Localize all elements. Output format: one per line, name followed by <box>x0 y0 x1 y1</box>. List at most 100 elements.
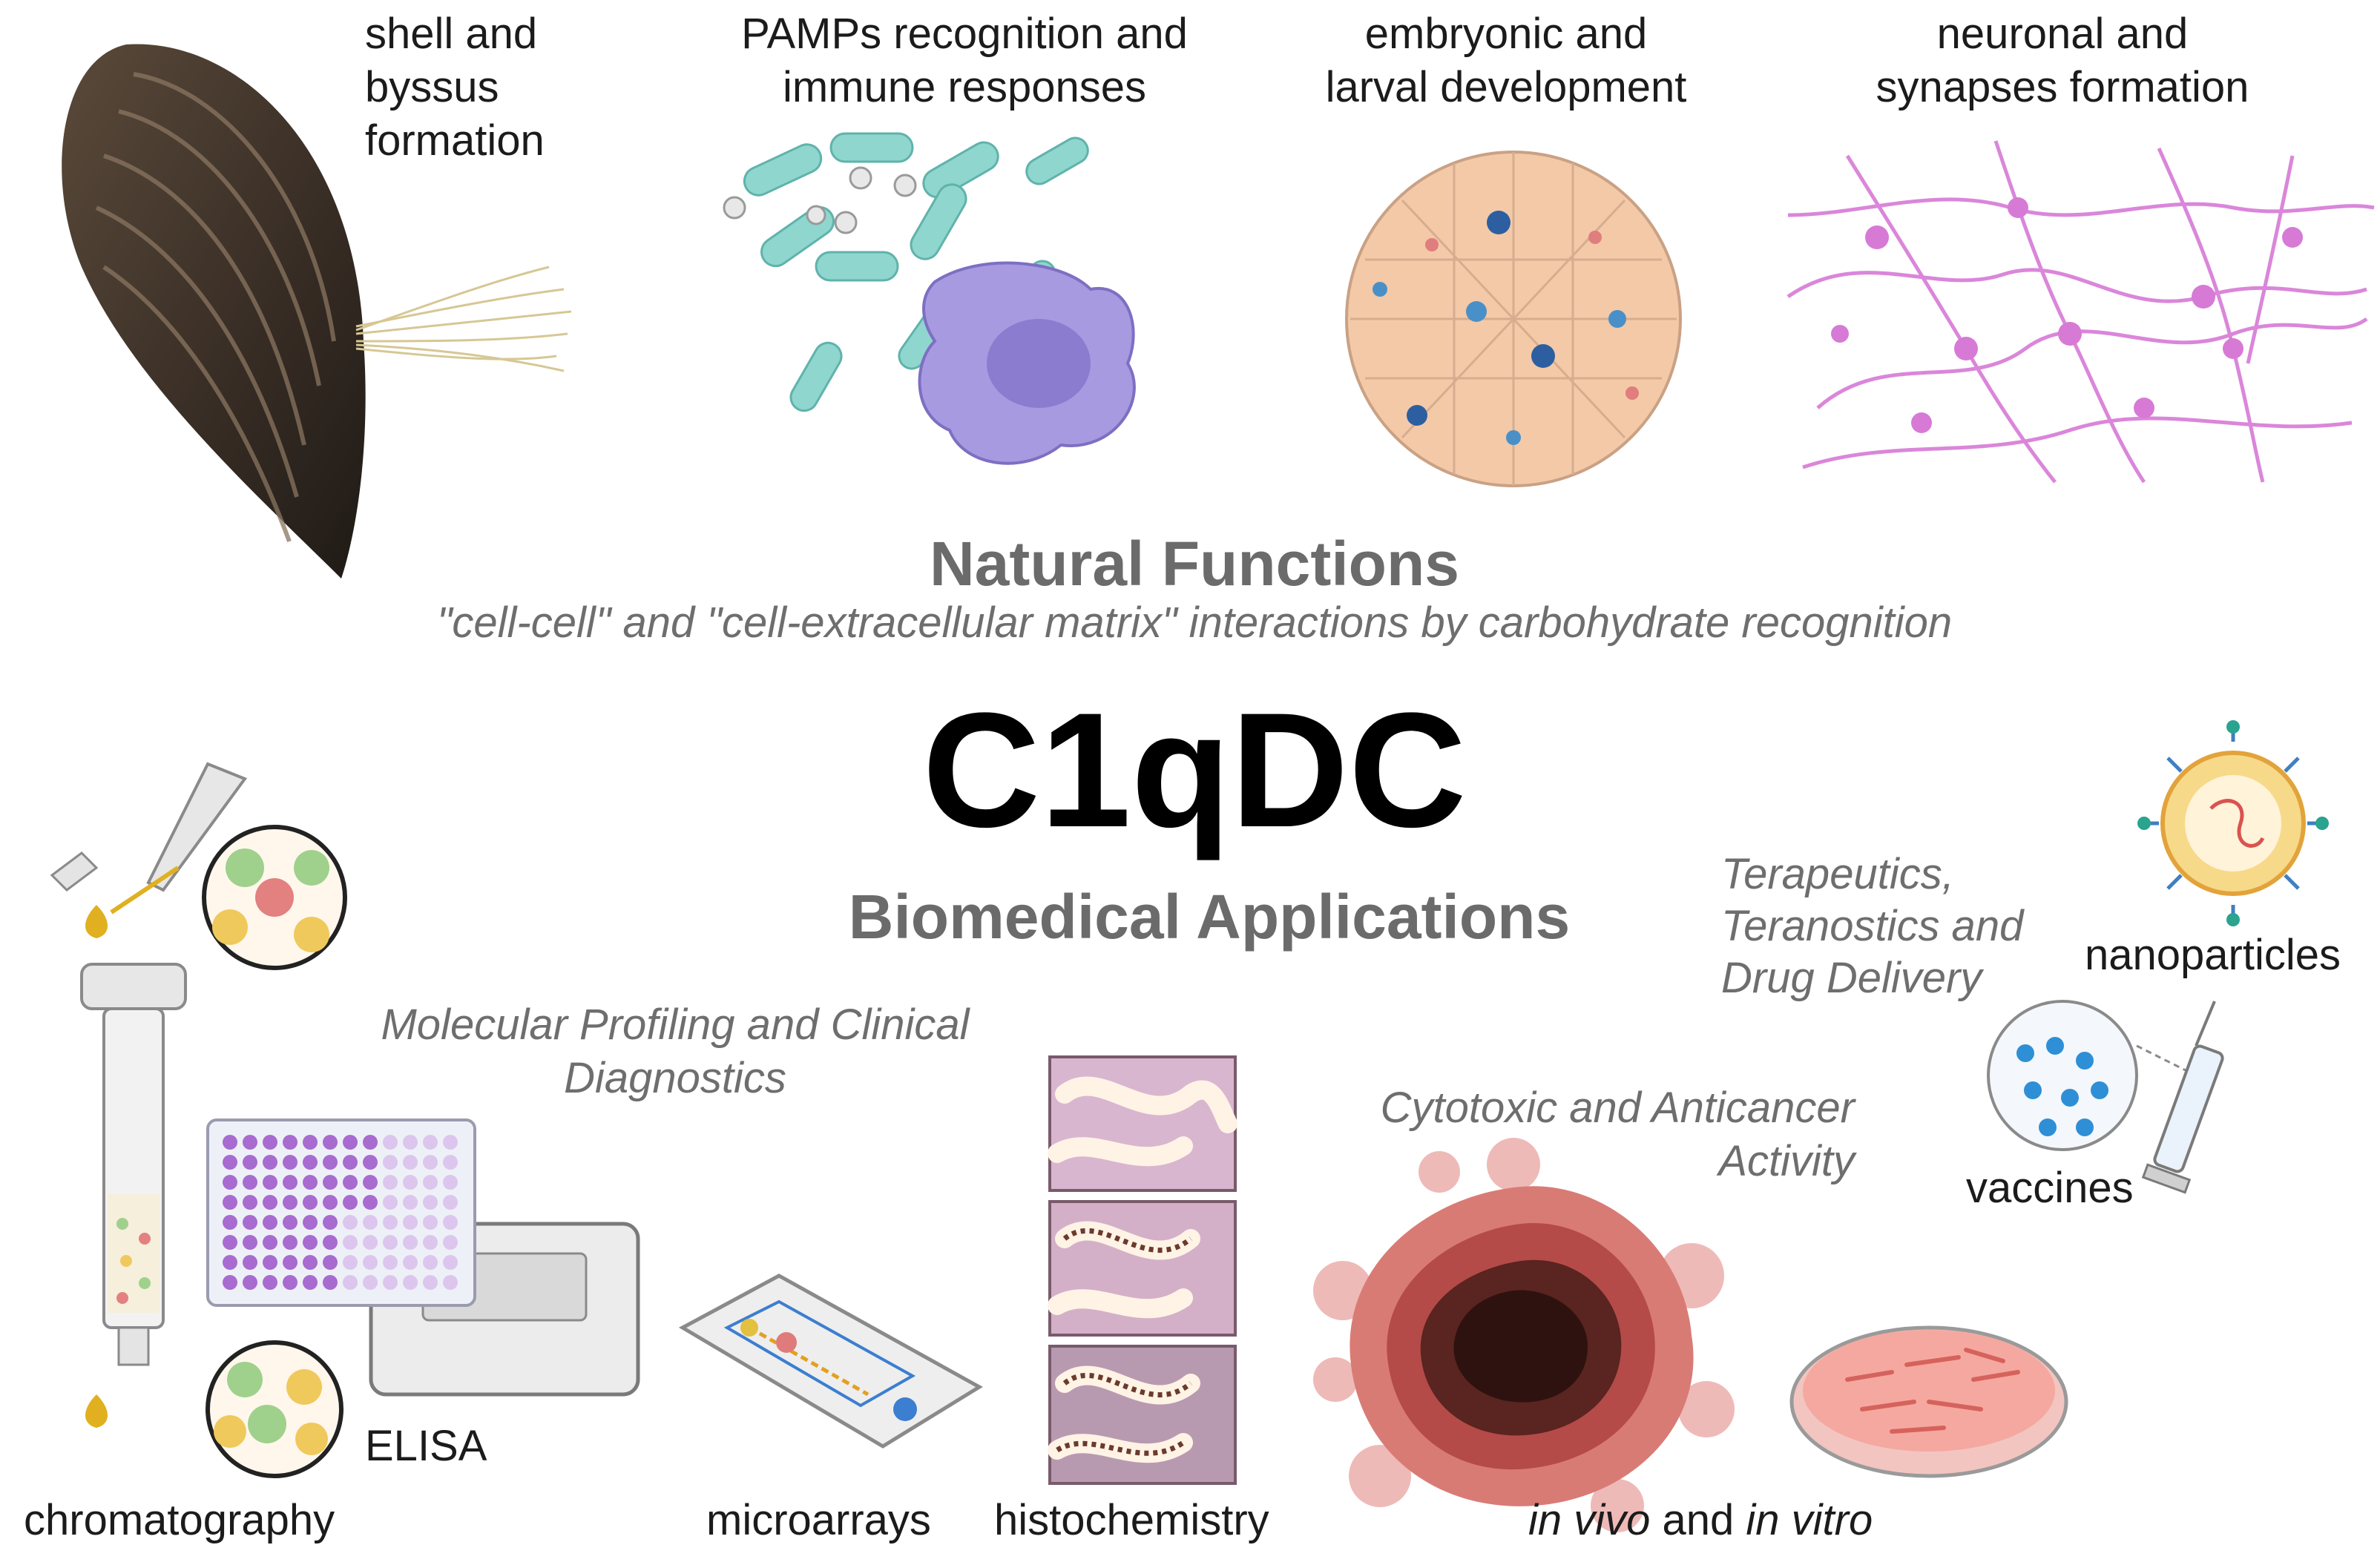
elisa-well <box>383 1235 398 1250</box>
label-chromatography: chromatography <box>24 1496 335 1544</box>
elisa-well <box>243 1195 257 1210</box>
elisa-well <box>443 1215 458 1230</box>
elisa-well <box>223 1175 237 1190</box>
elisa-well <box>303 1135 318 1150</box>
label-shell-byssus-text: shell and byssus formation <box>365 10 545 165</box>
vaccine-syringe-icon <box>1987 1000 2224 1194</box>
label-elisa: ELISA <box>365 1422 487 1470</box>
microarray-chip-icon <box>678 1274 983 1449</box>
elisa-well <box>423 1235 438 1250</box>
elisa-well <box>403 1275 418 1290</box>
natural-functions-heading: Natural Functions <box>929 529 1460 599</box>
elisa-well <box>383 1135 398 1150</box>
elisa-well <box>383 1155 398 1170</box>
neuron-network-icon <box>1786 140 2375 484</box>
elisa-well <box>423 1255 438 1270</box>
elisa-well <box>403 1135 418 1150</box>
elisa-well <box>283 1135 298 1150</box>
label-pamps: PAMPs recognition and immune responses <box>712 7 1217 114</box>
elisa-well <box>323 1175 338 1190</box>
elisa-well <box>423 1275 438 1290</box>
label-embryonic-text: embryonic and larval development <box>1325 10 1687 111</box>
elisa-well <box>223 1235 237 1250</box>
elisa-well <box>263 1175 277 1190</box>
c1qdc-title: C1qDC <box>922 679 1467 861</box>
elisa-well <box>243 1275 257 1290</box>
elisa-well <box>423 1135 438 1150</box>
elisa-well <box>323 1275 338 1290</box>
elisa-well <box>223 1275 237 1290</box>
profiling-caption: Molecular Profiling and Clinical Diagnos… <box>381 1001 970 1102</box>
elisa-well <box>243 1235 257 1250</box>
elisa-well <box>263 1235 277 1250</box>
nanoparticle-icon <box>2137 720 2329 926</box>
elisa-well <box>443 1275 458 1290</box>
elisa-well <box>243 1215 257 1230</box>
label-and: and <box>1650 1496 1746 1544</box>
biomedical-heading: Biomedical Applications <box>848 882 1571 952</box>
elisa-well <box>263 1215 277 1230</box>
therapeutics-caption: Terapeutics, Teranostics and Drug Delive… <box>1721 850 2024 1002</box>
mussel-icon <box>62 44 572 579</box>
label-embryonic: embryonic and larval development <box>1291 7 1721 114</box>
elisa-well <box>283 1235 298 1250</box>
elisa-well <box>283 1195 298 1210</box>
label-nanoparticles: nanoparticles <box>2085 931 2341 979</box>
elisa-well <box>343 1275 358 1290</box>
elisa-well <box>303 1255 318 1270</box>
elisa-well <box>323 1255 338 1270</box>
elisa-well <box>423 1175 438 1190</box>
elisa-well <box>343 1155 358 1170</box>
elisa-well <box>283 1255 298 1270</box>
elisa-well <box>323 1135 338 1150</box>
histochemistry-slides-icon <box>1048 1055 1237 1485</box>
elisa-well <box>443 1135 458 1150</box>
elisa-well <box>423 1215 438 1230</box>
tumor-spheroid-icon <box>1313 1138 1735 1532</box>
chromatography-column-icon <box>50 762 347 1478</box>
label-pamps-text: PAMPs recognition and immune responses <box>741 10 1188 111</box>
elisa-well <box>283 1215 298 1230</box>
elisa-well <box>363 1155 378 1170</box>
label-in-vitro: in vitro <box>1746 1496 1873 1544</box>
elisa-well <box>423 1155 438 1170</box>
elisa-well <box>323 1195 338 1210</box>
elisa-well <box>363 1235 378 1250</box>
elisa-well <box>283 1175 298 1190</box>
label-shell-byssus: shell and byssus formation <box>365 7 545 168</box>
elisa-well <box>223 1195 237 1210</box>
elisa-well <box>343 1135 358 1150</box>
elisa-well <box>443 1235 458 1250</box>
elisa-well <box>303 1175 318 1190</box>
elisa-well <box>363 1255 378 1270</box>
elisa-well <box>243 1135 257 1150</box>
elisa-well <box>343 1195 358 1210</box>
elisa-well <box>403 1175 418 1190</box>
elisa-well <box>263 1195 277 1210</box>
elisa-well <box>363 1175 378 1190</box>
label-in-vivo: in vivo <box>1528 1496 1651 1544</box>
cytotoxic-caption: Cytotoxic and Anticancer Activity <box>1380 1084 1855 1185</box>
elisa-well <box>303 1275 318 1290</box>
elisa-well <box>383 1275 398 1290</box>
elisa-well <box>383 1255 398 1270</box>
label-neuronal: neuronal and synapses formation <box>1825 7 2300 114</box>
elisa-well <box>303 1195 318 1210</box>
elisa-well <box>323 1235 338 1250</box>
elisa-well <box>363 1195 378 1210</box>
elisa-well <box>443 1195 458 1210</box>
petri-dish-icon <box>1789 1325 2068 1478</box>
elisa-well <box>343 1255 358 1270</box>
elisa-well <box>443 1175 458 1190</box>
elisa-well <box>303 1235 318 1250</box>
elisa-well <box>403 1155 418 1170</box>
elisa-well <box>323 1215 338 1230</box>
elisa-well <box>343 1235 358 1250</box>
bacteria-macrophage-icon <box>723 132 1136 465</box>
elisa-well <box>283 1155 298 1170</box>
elisa-well <box>403 1255 418 1270</box>
elisa-well <box>343 1215 358 1230</box>
elisa-well <box>363 1215 378 1230</box>
elisa-well <box>263 1255 277 1270</box>
label-neuronal-text: neuronal and synapses formation <box>1876 10 2249 111</box>
